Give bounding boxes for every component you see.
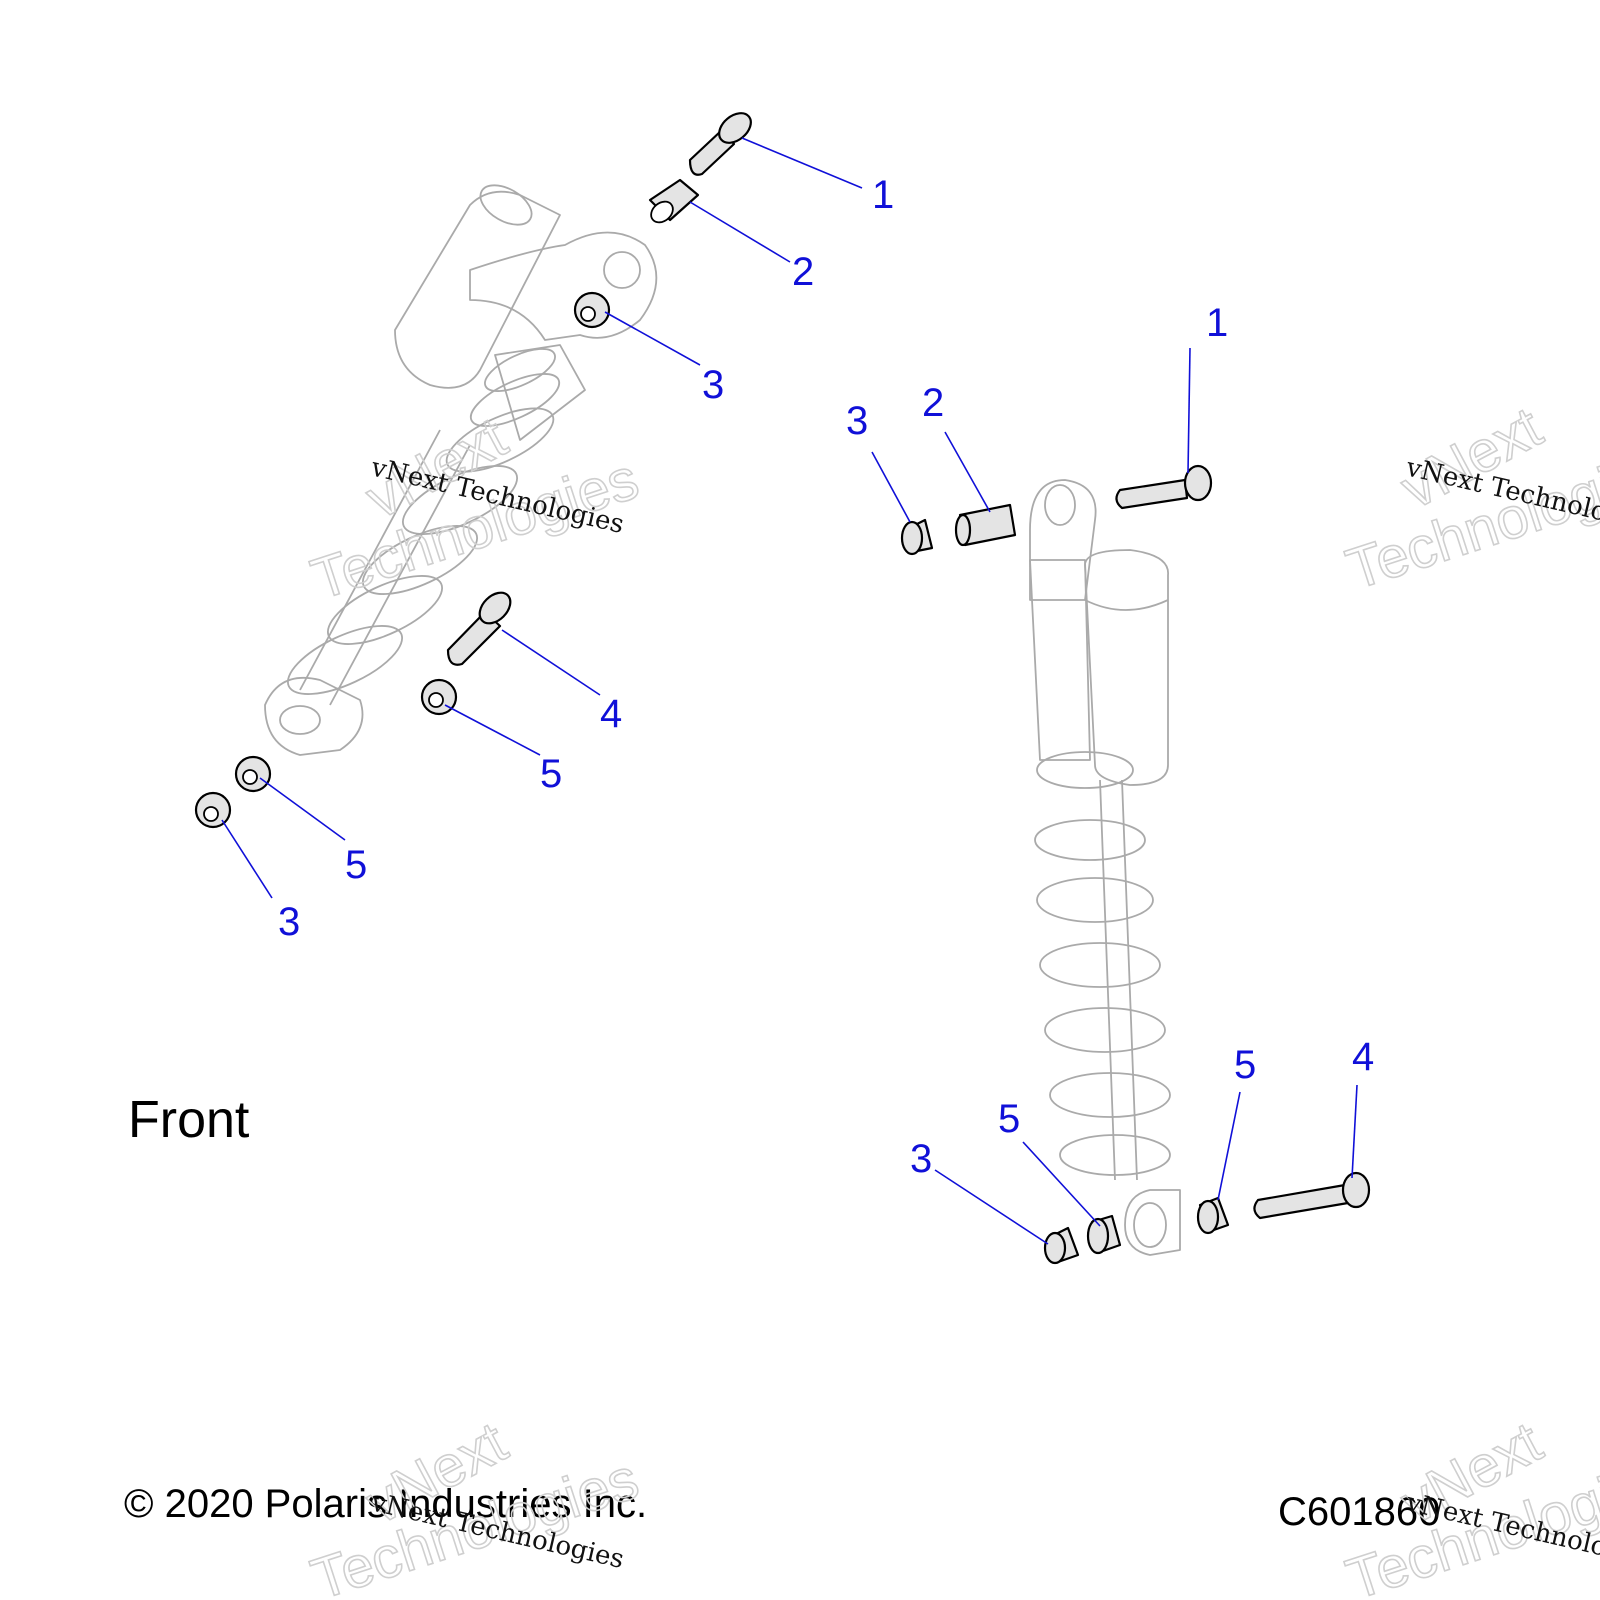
copyright-text: © 2020 Polaris Industries Inc. [124, 1482, 647, 1526]
callout-left-4: 4 [600, 692, 622, 736]
rear-bushing-upper [900, 518, 934, 556]
rear-spacer-upper [954, 503, 1017, 547]
callout-right-4: 4 [1352, 1035, 1374, 1079]
callout-left-1: 1 [872, 173, 894, 217]
callout-numbers: 1 2 3 4 5 5 3 1 2 3 4 5 5 3 [278, 173, 1374, 1181]
figure-code: C601860 [1278, 1490, 1440, 1534]
callout-right-3-top: 3 [846, 399, 868, 443]
callout-right-3-bottom: 3 [910, 1137, 932, 1181]
callout-right-5-right: 5 [1234, 1043, 1256, 1087]
callout-right-5-left: 5 [998, 1097, 1020, 1141]
front-bushing-lower [194, 791, 232, 829]
rear-bolt-lower [1253, 1171, 1371, 1220]
rear-washer-lower-left [1086, 1214, 1122, 1255]
callout-left-2: 2 [792, 250, 814, 294]
callout-right-1: 1 [1206, 301, 1228, 345]
front-bushing-upper [573, 291, 611, 329]
front-bolt-lower [446, 591, 512, 666]
front-shock-ghost [264, 184, 658, 756]
callout-left-3-top: 3 [702, 363, 724, 407]
callout-leaders [221, 137, 1358, 1245]
watermark-mid-left: vNext Technologies vNext Technologies [303, 404, 647, 613]
callout-right-2: 2 [922, 381, 944, 425]
rear-shock-ghost [1029, 479, 1181, 1256]
watermark-mid-right: vNext Technologies vNext Technologies [1338, 394, 1600, 603]
front-spacer-upper [648, 178, 700, 224]
rear-washer-lower-right [1196, 1196, 1230, 1235]
callout-left-5-upper: 5 [540, 752, 562, 796]
rear-bushing-lower-left [1043, 1226, 1080, 1265]
front-washer-lower-left [234, 755, 272, 793]
callout-left-5-lower: 5 [345, 843, 367, 887]
front-bolt-upper [688, 112, 752, 176]
callout-left-3-bottom: 3 [278, 900, 300, 944]
rear-bolt-upper [1115, 464, 1213, 510]
front-label: Front [128, 1091, 250, 1149]
